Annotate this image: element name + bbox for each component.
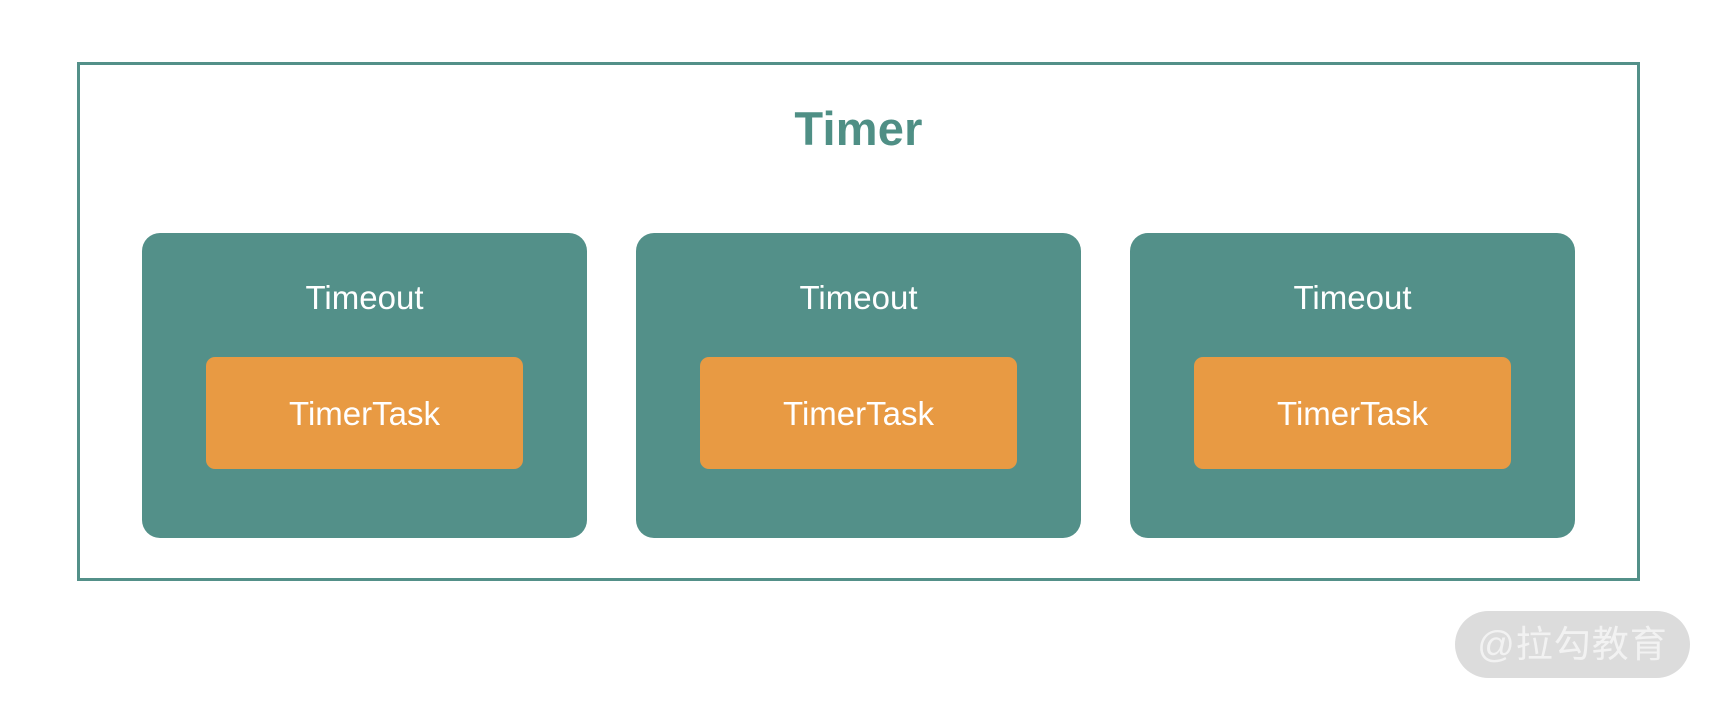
timer-title: Timer bbox=[794, 102, 923, 155]
timeout-panel-2: Timeout TimerTask bbox=[636, 233, 1081, 538]
timertask-box-1: TimerTask bbox=[206, 357, 523, 469]
timer-container: Timer Timeout TimerTask Timeout TimerTas… bbox=[77, 62, 1640, 581]
timertask-label-2: TimerTask bbox=[783, 394, 934, 432]
timertask-box-2: TimerTask bbox=[700, 357, 1017, 469]
watermark-label: @拉勾教育 bbox=[1477, 624, 1668, 665]
timertask-label-1: TimerTask bbox=[289, 394, 440, 432]
timertask-label-3: TimerTask bbox=[1277, 394, 1428, 432]
timeout-label-3: Timeout bbox=[1293, 279, 1412, 316]
timeout-panel-1: Timeout TimerTask bbox=[142, 233, 587, 538]
timeout-panel-3: Timeout TimerTask bbox=[1130, 233, 1575, 538]
timeout-panel-row: Timeout TimerTask Timeout TimerTask Time… bbox=[142, 233, 1575, 538]
timeout-label-1: Timeout bbox=[305, 279, 424, 316]
watermark-badge: @拉勾教育 bbox=[1455, 611, 1690, 678]
timertask-box-3: TimerTask bbox=[1194, 357, 1511, 469]
timeout-label-2: Timeout bbox=[799, 279, 918, 316]
